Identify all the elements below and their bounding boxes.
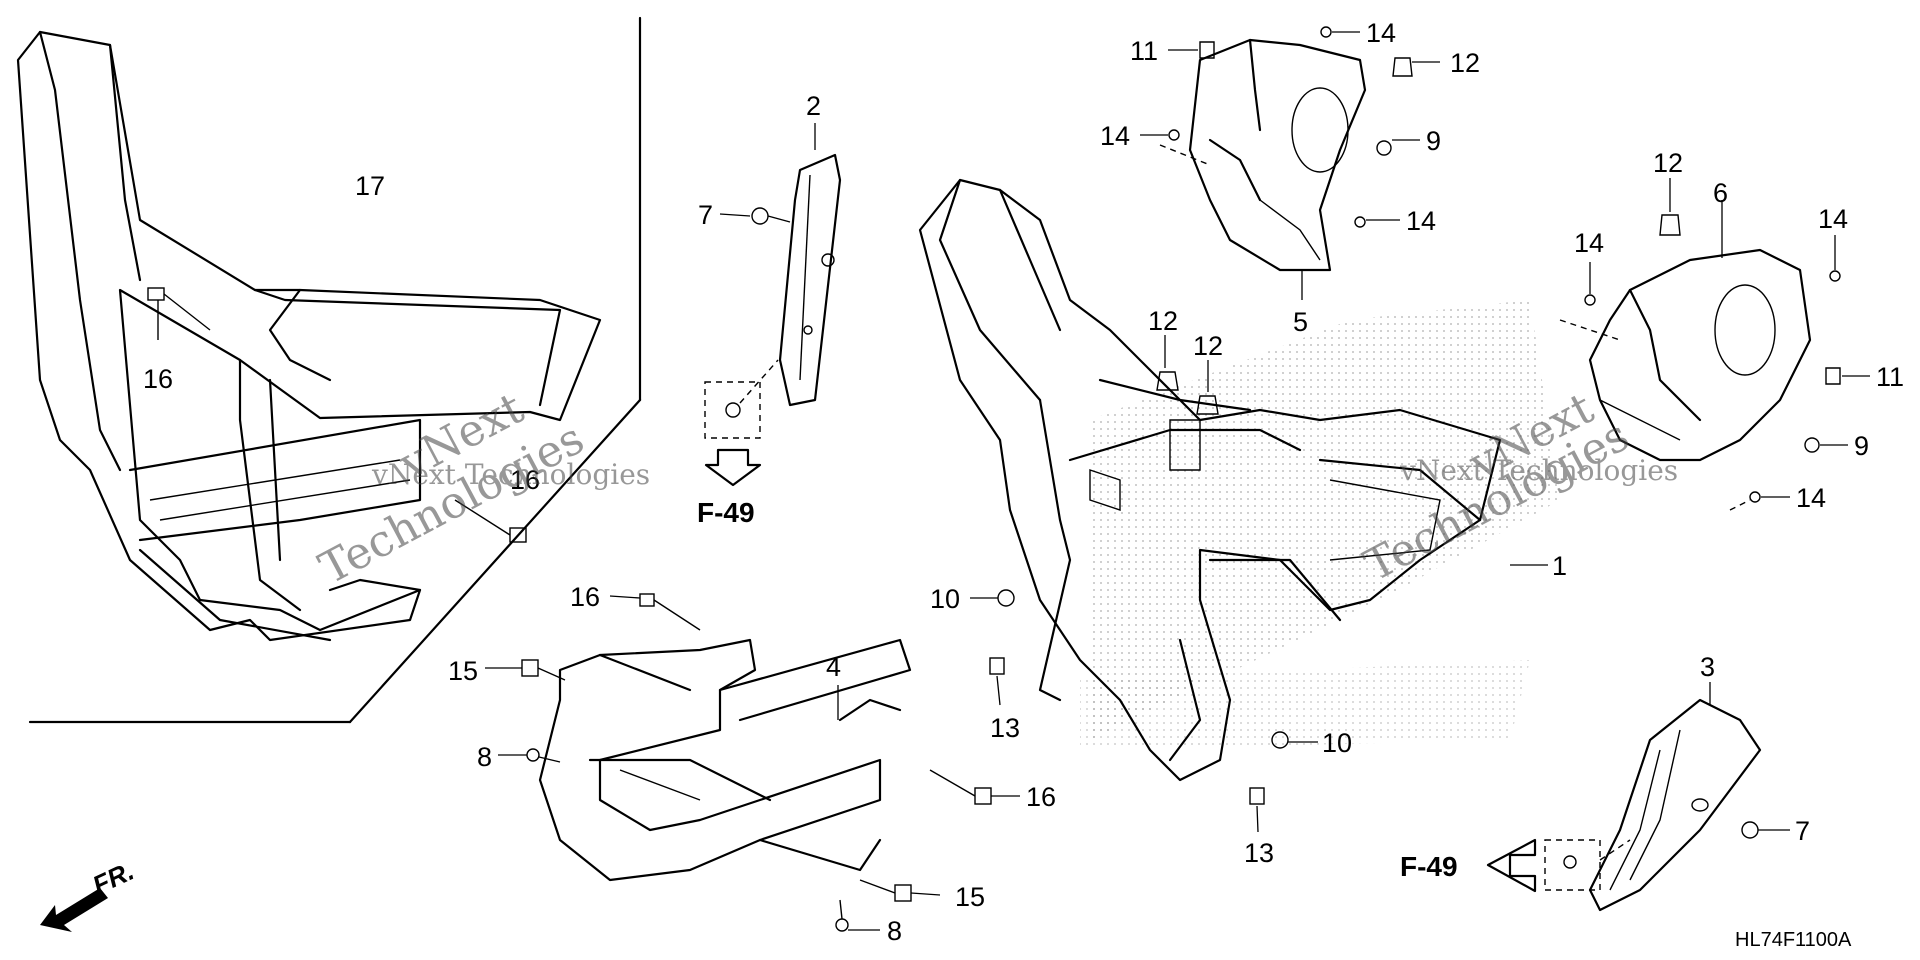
part-3-side-panel <box>1588 682 1762 912</box>
bolt-7-lower <box>1741 821 1790 839</box>
halftone-background <box>1090 300 1560 740</box>
callout-10-right: 10 <box>1322 728 1352 758</box>
callout-9-right: 9 <box>1854 431 1869 461</box>
callout-7-upper: 7 <box>698 200 713 230</box>
bolt-9-upper <box>1376 139 1420 156</box>
clip-dashed-box-left <box>704 359 779 439</box>
callout-9-upper: 9 <box>1426 126 1441 156</box>
clip-dashed-box-right <box>1544 839 1631 891</box>
bolt-7-upper <box>719 207 791 225</box>
bolt-14-right-upper <box>1354 216 1400 228</box>
nut-13-right <box>1249 787 1265 833</box>
callout-14-right-b: 14 <box>1818 204 1848 234</box>
callout-1: 1 <box>1552 551 1567 581</box>
bolt-12-upper <box>1392 57 1440 77</box>
bolt-8-lower <box>835 899 880 932</box>
callout-12-right: 12 <box>1653 148 1683 178</box>
bolt-12-center-b <box>1196 360 1219 415</box>
bolt-14-right-b <box>1829 235 1841 282</box>
part-6-housing-right <box>1588 200 1812 462</box>
bolt-16-inset-a <box>147 287 211 340</box>
callout-13-right: 13 <box>1244 838 1274 868</box>
callout-12-center-a: 12 <box>1148 306 1178 336</box>
callout-11-upper: 11 <box>1130 36 1158 66</box>
callout-7-lower: 7 <box>1795 816 1810 846</box>
callout-16-inset-b: 16 <box>510 465 540 495</box>
callout-3: 3 <box>1700 652 1715 682</box>
bolt-9-right <box>1804 437 1848 453</box>
callout-14-top: 14 <box>1366 18 1396 48</box>
callout-11-right: 11 <box>1876 362 1904 392</box>
part-4-lower-bumper <box>538 638 912 882</box>
bolt-14-top <box>1320 26 1360 38</box>
bolt-10-left <box>970 589 1015 607</box>
callout-16-lower: 16 <box>1026 782 1056 812</box>
callout-14-left-upper: 14 <box>1100 121 1130 151</box>
bolt-16-lower <box>929 769 1020 805</box>
callout-12-upper: 12 <box>1450 48 1480 78</box>
callout-16-upper: 16 <box>570 582 600 612</box>
callout-14-right-c: 14 <box>1796 483 1826 513</box>
front-bumper-assembly-17 <box>16 30 602 642</box>
ref-f49-right: F-49 <box>1400 851 1458 882</box>
callout-14-right-a: 14 <box>1574 228 1604 258</box>
part-1-front-cover <box>918 178 1548 782</box>
bolt-15-upper <box>485 659 566 681</box>
arrow-f49-left <box>704 448 762 487</box>
callout-10-left: 10 <box>930 584 960 614</box>
part-5-housing-upper <box>1188 38 1367 300</box>
callout-5: 5 <box>1293 307 1308 337</box>
bolt-14-right-c <box>1729 491 1790 511</box>
nut-11-upper <box>1168 41 1215 59</box>
callout-16-inset-a: 16 <box>143 364 173 394</box>
callout-2: 2 <box>806 91 821 121</box>
part-2-panel <box>778 123 842 407</box>
bolt-8-upper <box>498 748 561 763</box>
callout-13-left: 13 <box>990 713 1020 743</box>
callout-labels: 17 16 16 2 7 16 15 4 8 16 15 8 11 14 12 … <box>143 18 1904 946</box>
callout-12-center-b: 12 <box>1193 331 1223 361</box>
front-direction-arrow <box>40 888 108 932</box>
callout-4: 4 <box>826 652 841 682</box>
watermark-line1-right: vNext Technologies <box>1399 454 1678 487</box>
bolt-12-right <box>1659 178 1681 236</box>
nut-11-right <box>1825 367 1870 385</box>
callout-17: 17 <box>355 171 385 201</box>
callout-6: 6 <box>1713 178 1728 208</box>
watermark-left: vNext vNext Technologies Technologies <box>311 383 650 595</box>
callout-14-right-upper: 14 <box>1406 206 1436 236</box>
callout-8-upper: 8 <box>477 742 492 772</box>
bolt-12-center-a <box>1156 335 1179 391</box>
halftone-background-2 <box>1080 660 1530 750</box>
bolt-16-upper <box>609 593 701 631</box>
arrow-f49-right <box>1486 838 1537 893</box>
bolt-14-right-a <box>1559 262 1621 341</box>
callout-15-lower: 15 <box>955 882 985 912</box>
bolt-14-left-upper <box>1140 129 1211 166</box>
bolt-15-lower <box>859 879 941 902</box>
watermark-line1-left: vNext Technologies <box>371 458 650 491</box>
nut-13-left <box>989 657 1005 706</box>
callout-15-upper: 15 <box>448 656 478 686</box>
bolt-10-right <box>1271 731 1318 749</box>
ref-f49-left: F-49 <box>697 497 755 528</box>
diagram-code: HL74F1100A <box>1735 929 1852 951</box>
inset-frame <box>28 16 642 724</box>
callout-8-lower: 8 <box>887 916 902 946</box>
bolt-16-inset-b <box>454 499 527 543</box>
